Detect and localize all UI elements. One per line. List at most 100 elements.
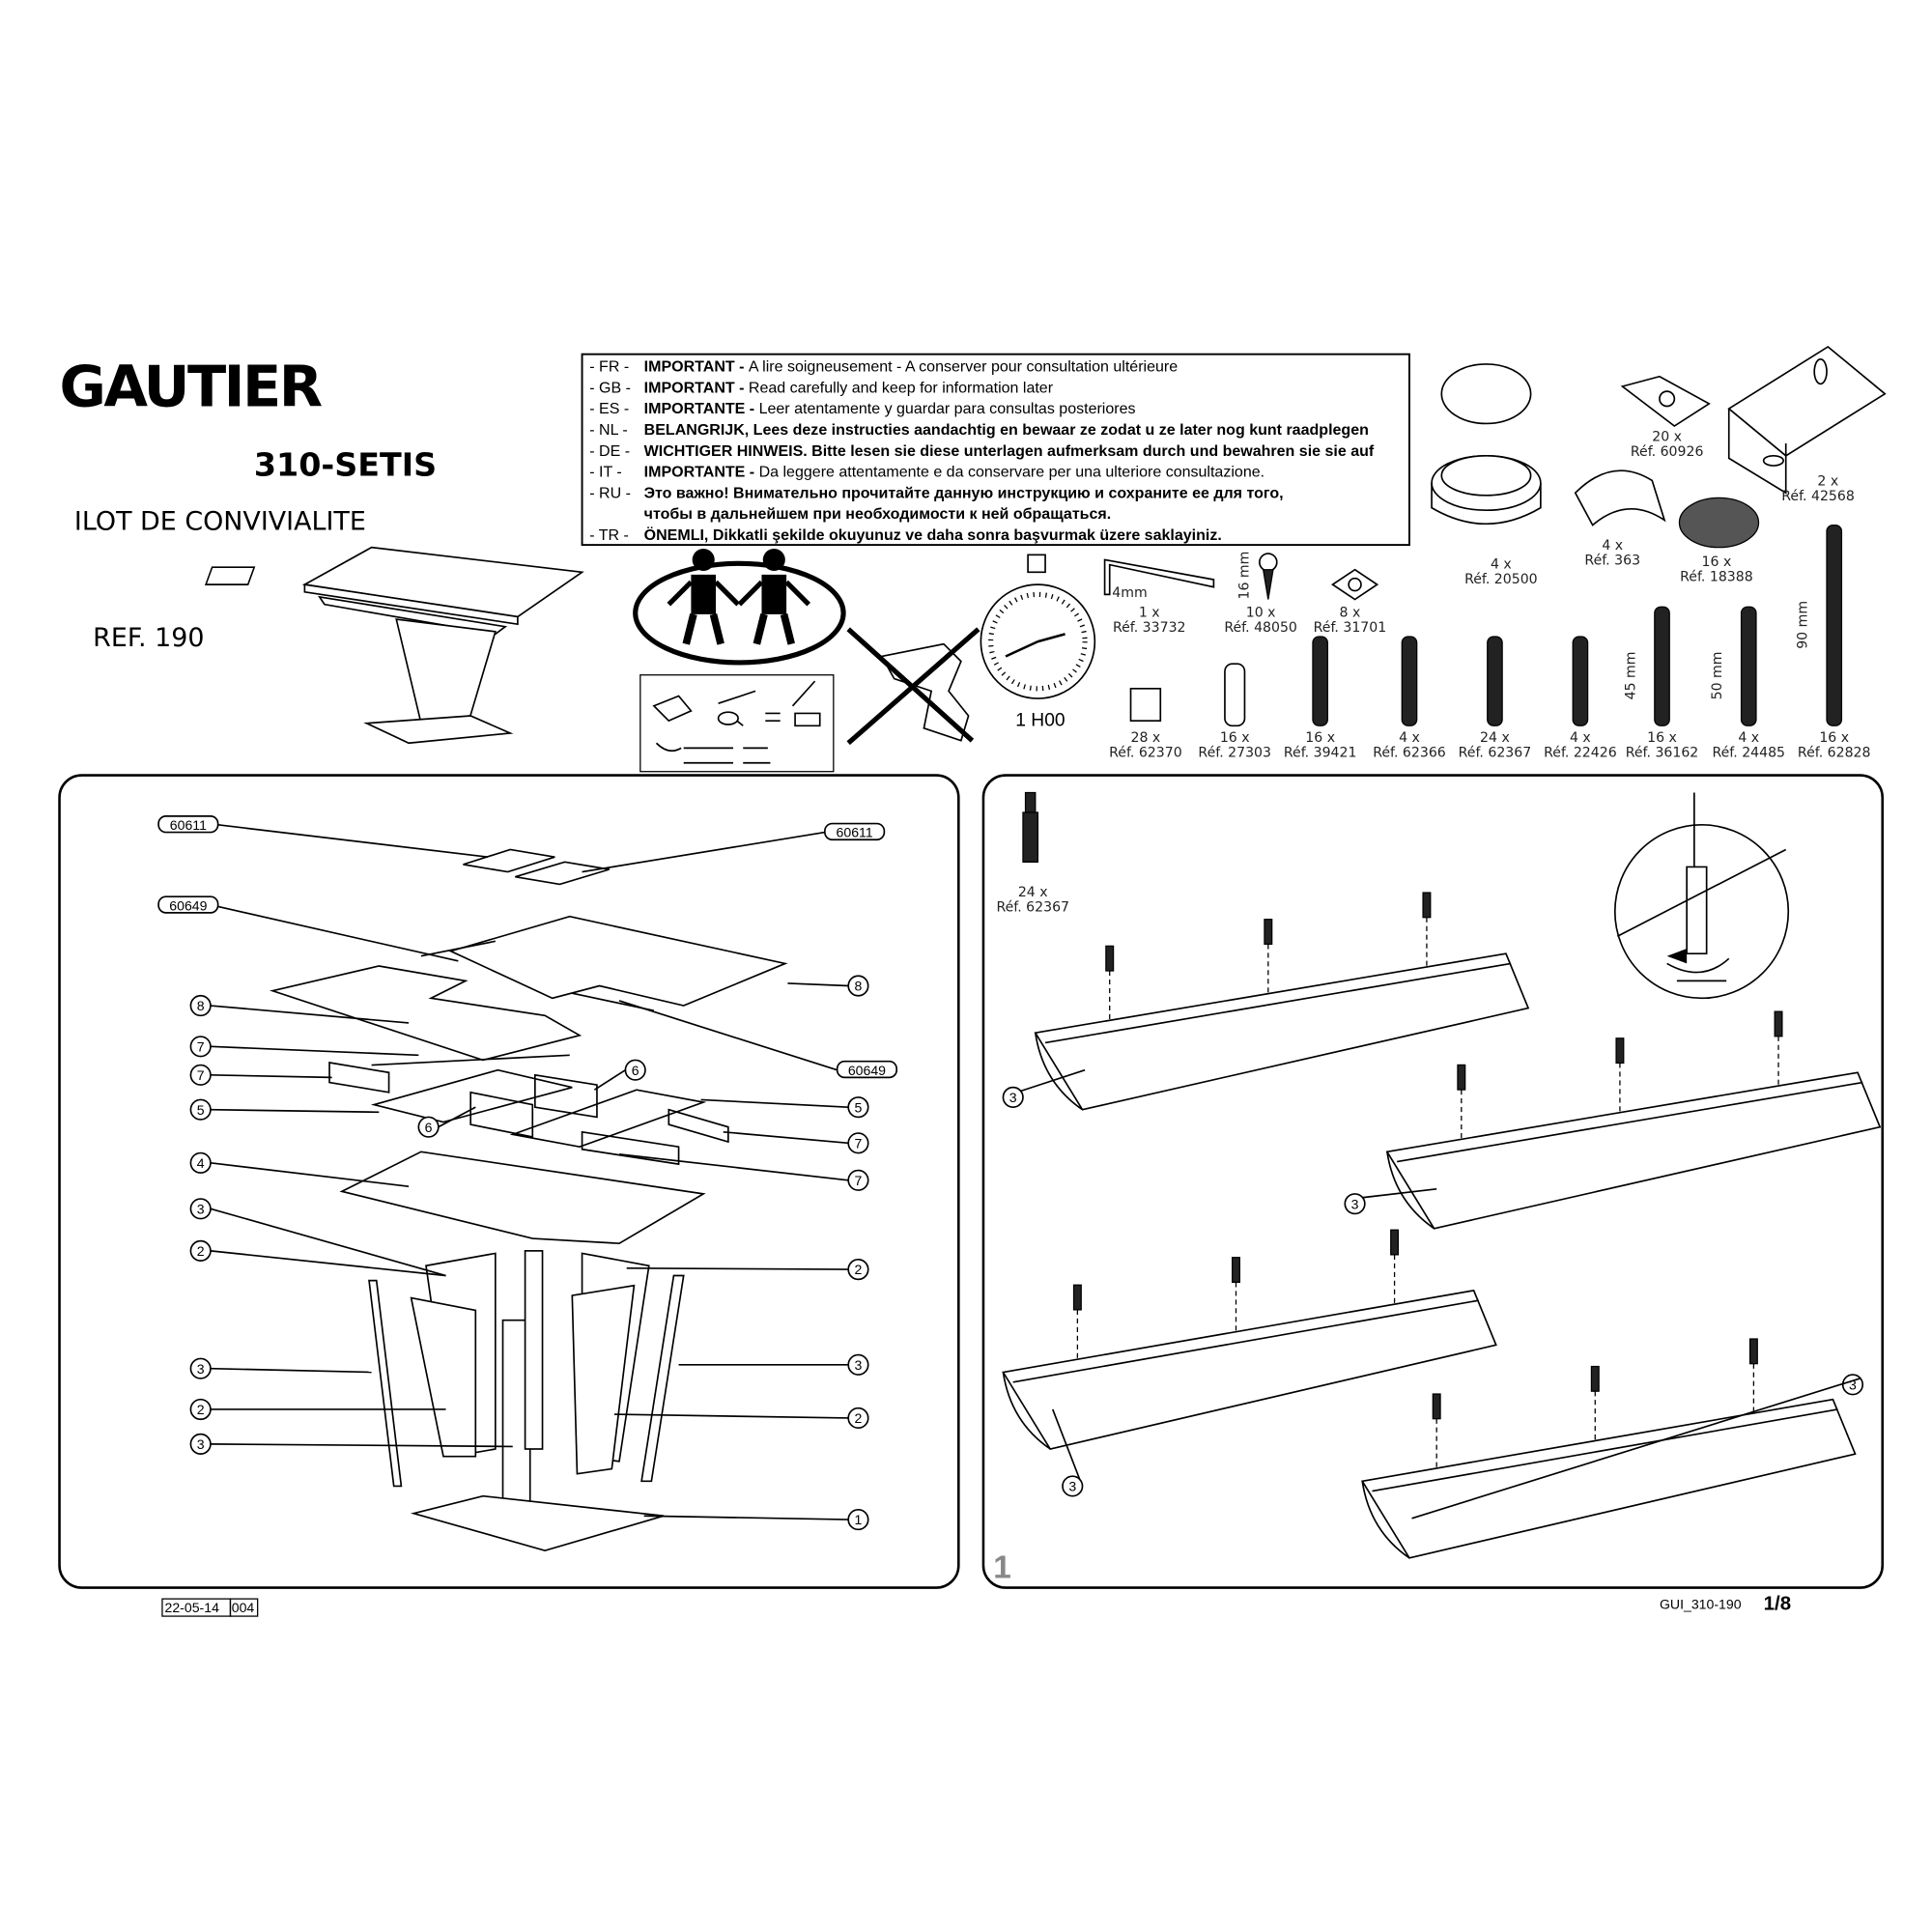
- callout: [847, 1169, 869, 1191]
- label: чтобы в дальнейшем при необходимости к н…: [644, 505, 1112, 523]
- hardware-mesh-cap-18388: 16 x Réf. 18388: [1678, 497, 1760, 584]
- label: 4 x: [1491, 556, 1512, 572]
- label: 3: [197, 1201, 205, 1216]
- label: 4 x: [1399, 730, 1420, 746]
- notice-line: - GB -IMPORTANT - Read carefully and kee…: [589, 379, 1053, 396]
- assembly-time: 1 H00: [1015, 710, 1065, 730]
- label: Réf. 62828: [1798, 745, 1871, 760]
- table-thumbnail: [204, 546, 584, 745]
- label: Leer atentamente y guardar para consulta…: [759, 400, 1136, 417]
- callout: [624, 1059, 646, 1081]
- brand-logo: GAUTIER: [60, 354, 323, 420]
- side-rail: 3: [1344, 1010, 1882, 1230]
- callout: [189, 1357, 212, 1379]
- reference: REF. 190: [93, 623, 204, 653]
- label: 3: [1849, 1377, 1857, 1392]
- label: 5: [197, 1102, 205, 1118]
- label: 3: [197, 1436, 205, 1452]
- notice-line: - ES -IMPORTANTE - Leer atentamente y gu…: [589, 400, 1135, 417]
- label: Réf. 33732: [1113, 620, 1186, 636]
- date: 22-05-14: [165, 1600, 220, 1615]
- callout: [847, 975, 869, 997]
- label: 24 x: [1480, 730, 1510, 746]
- revision: 004: [232, 1600, 255, 1615]
- label: 3: [855, 1357, 863, 1373]
- label: Réf. 42568: [1781, 489, 1855, 504]
- label: 7: [197, 1038, 205, 1054]
- label: 1 x: [1139, 605, 1160, 620]
- notice-line: чтобы в дальнейшем при необходимости к н…: [644, 505, 1112, 523]
- label: 7: [197, 1067, 205, 1083]
- callout: [189, 1151, 212, 1174]
- callout: [189, 1433, 212, 1455]
- label: IMPORTANT -: [644, 379, 749, 396]
- label: - TR -: [589, 526, 629, 544]
- callout: [189, 1239, 212, 1262]
- callout: [1062, 1475, 1084, 1497]
- label: Réf. 20500: [1464, 572, 1538, 587]
- label: 2: [197, 1402, 205, 1417]
- hardware-washer-31701: 8 x Réf. 31701: [1314, 568, 1387, 636]
- important-notice: - FR -IMPORTANT - A lire soigneusement -…: [581, 353, 1410, 547]
- label: 50 mm: [1710, 651, 1725, 699]
- callout: [417, 1116, 440, 1138]
- label: 10 x: [1246, 605, 1276, 620]
- label: BELANGRIJK, Lees deze instructies aandac…: [644, 421, 1369, 439]
- label: Réf. 62370: [1109, 745, 1182, 760]
- hardware-bracket-42568: 2 x Réf. 42568: [1727, 345, 1887, 504]
- label: Réf. 48050: [1224, 620, 1297, 636]
- doc-code: GUI_310-190: [1660, 1596, 1742, 1611]
- label: Réf. 18388: [1680, 569, 1753, 584]
- label: Réf. 62367: [996, 900, 1069, 916]
- label: - DE -: [589, 442, 630, 460]
- label: Réf. 24485: [1712, 745, 1785, 760]
- label: - ES -: [589, 400, 629, 417]
- no-power-drill-icon: [846, 627, 980, 746]
- label: ÖNEMLI, Dikkatli şekilde okuyunuz ve dah…: [644, 526, 1222, 544]
- callout: [189, 1398, 212, 1421]
- page-number: 1/8: [1764, 1593, 1792, 1615]
- callout: [847, 1259, 869, 1281]
- label: 5: [855, 1099, 863, 1115]
- label: Réf. 60926: [1631, 444, 1704, 460]
- side-rail: 3: [1002, 1229, 1497, 1497]
- label: 4: [197, 1155, 205, 1171]
- label: 60649: [848, 1063, 886, 1078]
- label: 28 x: [1131, 730, 1161, 746]
- hardware-grommet-20500: 4 x Réf. 20500: [1431, 363, 1542, 587]
- label: Это важно! Внимательно прочитайте данную…: [644, 484, 1284, 501]
- two-person-assembly-icon: [633, 548, 846, 666]
- label: 45 mm: [1623, 651, 1638, 699]
- notice-line: - FR -IMPORTANT - A lire soigneusement -…: [589, 358, 1178, 376]
- label: 7: [855, 1135, 863, 1151]
- label: IMPORTANTE -: [644, 464, 759, 481]
- label: 16 x: [1305, 730, 1335, 746]
- label: - GB -: [589, 379, 631, 396]
- label: Réf. 31701: [1314, 620, 1387, 636]
- label: Réf. 39421: [1284, 745, 1357, 760]
- hardware-clip-60926: 20 x Réf. 60926: [1620, 375, 1711, 460]
- label: 3: [1068, 1479, 1076, 1494]
- side-rail: 3: [1002, 892, 1530, 1111]
- label: - RU -: [589, 484, 631, 501]
- label: 1: [855, 1512, 863, 1527]
- label: 3: [197, 1361, 205, 1377]
- label: 16 x: [1220, 730, 1250, 746]
- label: - NL -: [589, 421, 627, 439]
- notice-line: - DE -WICHTIGER HINWEIS. Bitte lesen sie…: [589, 442, 1375, 460]
- callout: [189, 1198, 212, 1220]
- label: 2 x: [1817, 474, 1838, 490]
- callout: [1002, 1086, 1024, 1108]
- label: A lire soigneusement - A conserver pour …: [749, 358, 1178, 376]
- tools-icon: [639, 674, 835, 773]
- label: 2: [197, 1243, 205, 1259]
- label: 4 x: [1602, 538, 1623, 554]
- notice-line: - NL - BELANGRIJK, Lees deze instructies …: [589, 421, 1369, 439]
- label: 24 x: [1018, 885, 1048, 900]
- notice-line: - TR - ÖNEMLI, Dikkatli şekilde okuyunuz …: [589, 526, 1222, 544]
